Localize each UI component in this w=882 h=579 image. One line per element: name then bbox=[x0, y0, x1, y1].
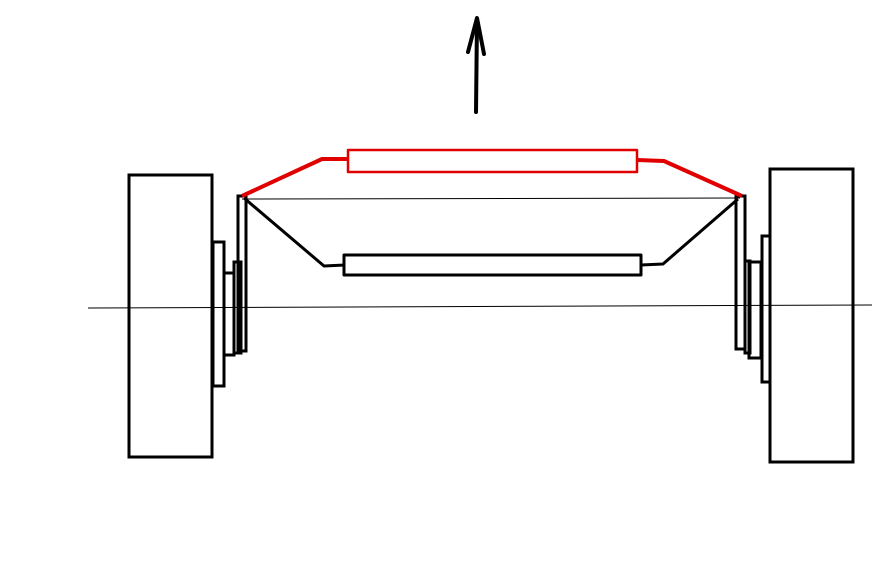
black-tie-rod-left-link bbox=[243, 196, 346, 268]
right-hub-plate-outer bbox=[760, 234, 772, 384]
arrow-shaft bbox=[474, 18, 479, 114]
direction-arrow bbox=[466, 16, 486, 114]
red-tie-rod bbox=[241, 148, 743, 198]
black-tie-rod-right-link bbox=[640, 197, 739, 267]
reference-line bbox=[241, 197, 741, 200]
red-tie-rod-right-link bbox=[636, 158, 743, 198]
axle-centerline bbox=[87, 304, 873, 309]
black-tie-rod bbox=[243, 196, 739, 277]
red-tie-rod-left-link bbox=[241, 157, 349, 198]
arrow-head bbox=[466, 16, 486, 56]
